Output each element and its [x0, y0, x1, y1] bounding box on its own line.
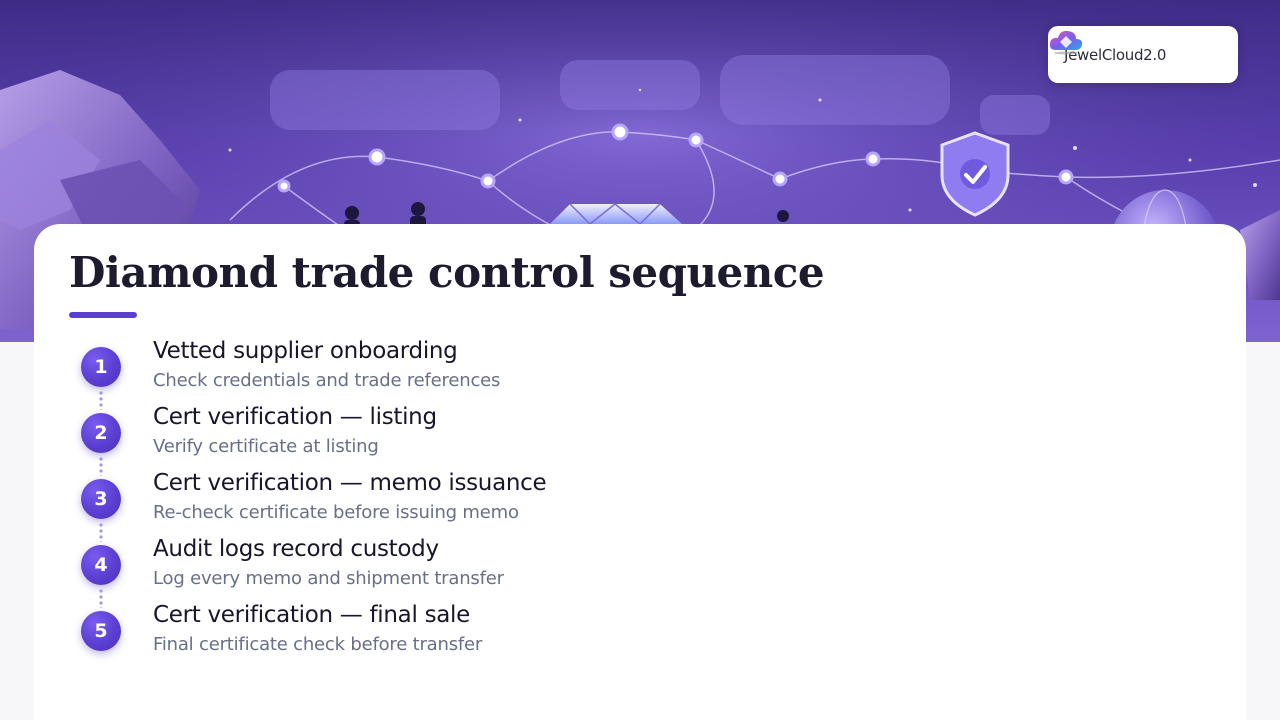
- step-item: 5 Cert verification — final sale Final c…: [80, 602, 780, 668]
- step-item: 3 Cert verification — memo issuance Re-c…: [80, 470, 780, 536]
- step-item: 2 Cert verification — listing Verify cer…: [80, 404, 780, 470]
- step-subtitle: Log every memo and shipment transfer: [153, 568, 504, 589]
- step-title: Audit logs record custody: [153, 536, 439, 562]
- step-subtitle: Re-check certificate before issuing memo: [153, 502, 519, 523]
- step-number-badge: 2: [81, 413, 121, 453]
- world-map-dots: [270, 55, 1050, 135]
- step-subtitle: Final certificate check before transfer: [153, 634, 483, 655]
- shield-check-icon: [940, 131, 1010, 217]
- step-title: Vetted supplier onboarding: [153, 338, 458, 364]
- step-title: Cert verification — listing: [153, 404, 437, 430]
- step-title: Cert verification — memo issuance: [153, 470, 547, 496]
- step-number-badge: 5: [81, 611, 121, 651]
- slide-title: Diamond trade control sequence: [69, 248, 825, 297]
- diamond-icon: [550, 203, 682, 226]
- step-title: Cert verification — final sale: [153, 602, 470, 628]
- step-subtitle: Verify certificate at listing: [153, 436, 379, 457]
- step-number-badge: 4: [81, 545, 121, 585]
- logo-text: JewelCloud2.0: [1064, 45, 1167, 64]
- step-item: 4 Audit logs record custody Log every me…: [80, 536, 780, 602]
- step-number-badge: 3: [81, 479, 121, 519]
- step-subtitle: Check credentials and trade references: [153, 370, 501, 391]
- step-connector: [99, 390, 103, 410]
- step-number-badge: 1: [81, 347, 121, 387]
- step-item: 1 Vetted supplier onboarding Check crede…: [80, 338, 780, 404]
- step-connector: [99, 456, 103, 476]
- step-connector: [99, 522, 103, 542]
- title-underline: [69, 312, 137, 318]
- content-card: [34, 224, 1246, 720]
- step-connector: [99, 588, 103, 608]
- jewelcloud-logo[interactable]: JewelCloud2.0: [1048, 26, 1238, 83]
- cloud-diamond-icon: [1049, 30, 1083, 55]
